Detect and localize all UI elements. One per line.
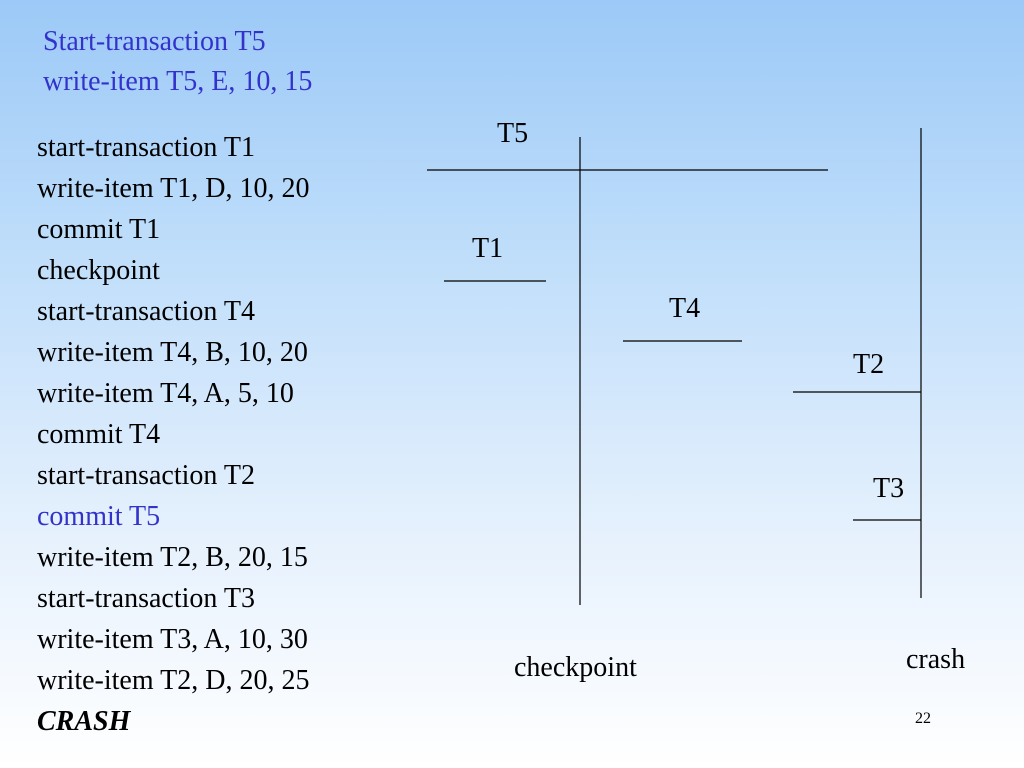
header-line-start-t5: Start-transaction T5 <box>43 26 266 57</box>
log-entry: checkpoint <box>37 255 160 286</box>
log-entry: commit T4 <box>37 419 161 450</box>
log-entry: start-transaction T2 <box>37 460 255 491</box>
log-entry-commit-t5: commit T5 <box>37 501 161 532</box>
log-entry: write-item T4, A, 5, 10 <box>37 378 294 409</box>
log-entry: write-item T1, D, 10, 20 <box>37 173 310 204</box>
log-entry: write-item T4, B, 10, 20 <box>37 337 308 368</box>
t2-label: T2 <box>853 349 885 380</box>
log-entry: write-item T2, D, 20, 25 <box>37 665 310 696</box>
log-entry-crash: CRASH <box>37 706 131 737</box>
log-list: start-transaction T1 write-item T1, D, 1… <box>37 127 309 742</box>
log-entry: commit T1 <box>37 214 161 245</box>
t5-label: T5 <box>497 118 529 149</box>
log-entry: write-item T3, A, 10, 30 <box>37 624 308 655</box>
header-line-write-t5: write-item T5, E, 10, 15 <box>43 66 313 97</box>
t4-label: T4 <box>669 293 701 324</box>
log-entry: write-item T2, B, 20, 15 <box>37 542 308 573</box>
log-entry: start-transaction T3 <box>37 583 255 614</box>
crash-label: crash <box>906 644 966 675</box>
log-entry: start-transaction T1 <box>37 132 255 163</box>
t1-label: T1 <box>472 233 504 264</box>
checkpoint-label: checkpoint <box>514 652 637 683</box>
header-block: Start-transaction T5 write-item T5, E, 1… <box>43 22 312 102</box>
page-number: 22 <box>915 710 931 727</box>
t3-label: T3 <box>873 473 905 504</box>
log-entry: start-transaction T4 <box>37 296 255 327</box>
